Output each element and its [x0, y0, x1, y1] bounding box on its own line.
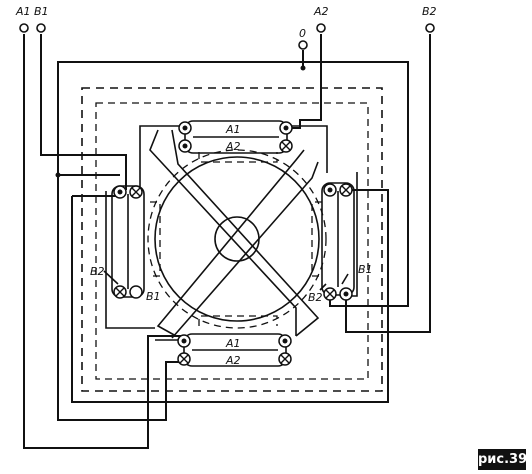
lead-wires — [23, 34, 431, 449]
cross-windings — [149, 129, 320, 339]
coil-b-right: B2 B1 — [308, 182, 373, 304]
terminal-zero — [298, 40, 308, 50]
label-coil-b1-right: B1 — [358, 263, 373, 276]
terminal-a2 — [316, 23, 326, 33]
junction-dot — [300, 65, 306, 71]
terminal-a1 — [19, 23, 29, 33]
label-coil-a2-bottom: A2 — [225, 354, 241, 367]
label-b1-terminal: B1 — [34, 5, 49, 18]
coil-b-left: B2 B1 — [90, 185, 161, 303]
label-b2-terminal: B2 — [422, 5, 437, 18]
label-leaders — [103, 270, 349, 291]
coil-a-top: A1 A2 — [178, 120, 293, 154]
terminal-b2 — [425, 23, 435, 33]
junction-dot — [55, 172, 61, 178]
stator-outline — [81, 87, 383, 392]
label-zero-terminal: 0 — [299, 27, 306, 40]
figure-caption: рис.39 — [478, 449, 527, 470]
terminal-labels: A1 B1 A2 B2 0 — [15, 5, 437, 40]
pole-shoes — [150, 152, 322, 326]
label-a2-terminal: A2 — [313, 5, 329, 18]
label-coil-a2-top: A2 — [225, 140, 241, 153]
coil-a-bottom: A1 A2 — [177, 333, 292, 367]
label-coil-b2-left: B2 — [90, 265, 105, 278]
terminals — [19, 23, 435, 178]
label-coil-a1-top: A1 — [225, 123, 241, 136]
label-coil-a1-bottom: A1 — [225, 337, 241, 350]
label-a1-terminal: A1 — [15, 5, 31, 18]
terminal-b1 — [36, 23, 46, 33]
label-coil-b2-right: B2 — [308, 291, 323, 304]
label-coil-b1-left: B1 — [146, 290, 161, 303]
